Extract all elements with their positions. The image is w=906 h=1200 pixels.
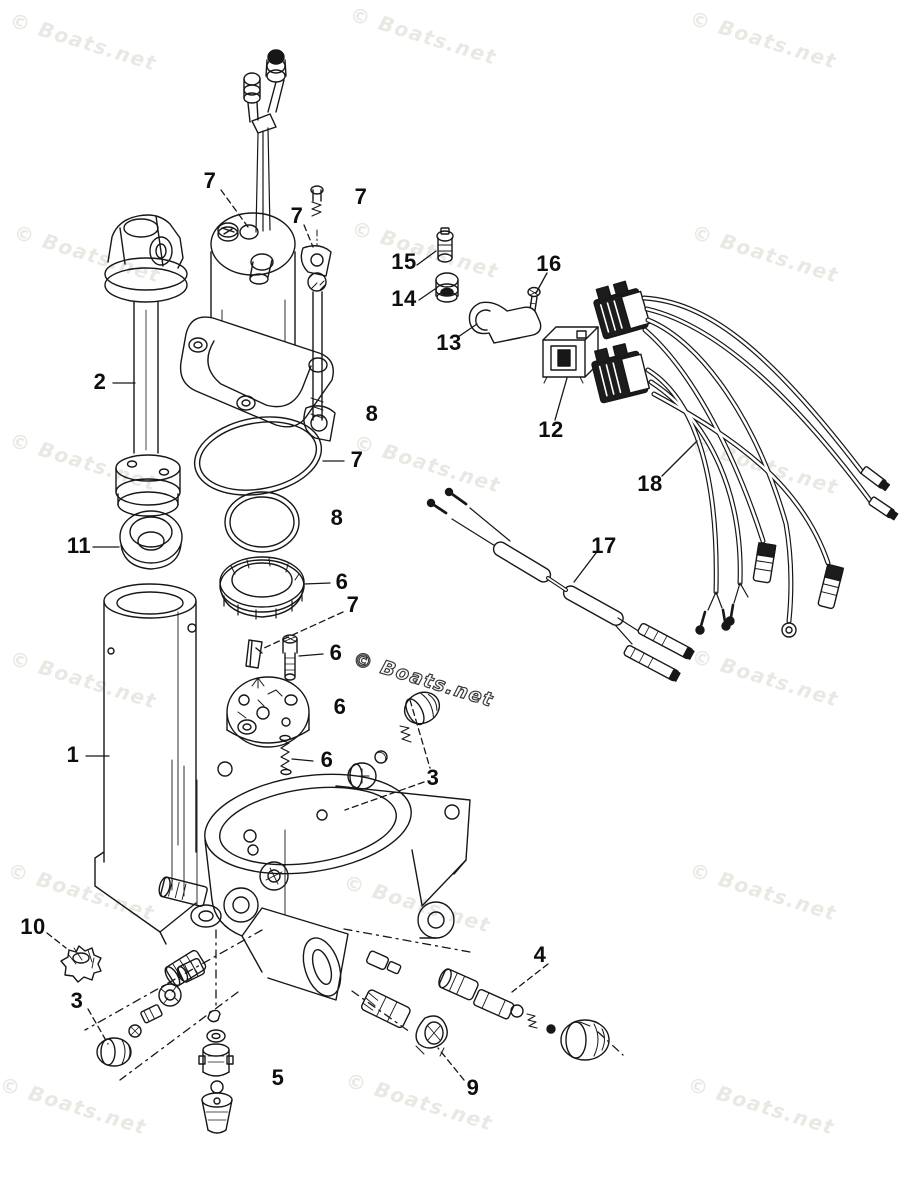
callout-12: 12 [538,417,564,442]
spanner-nut-ring [219,556,305,620]
sender-cable [426,487,695,682]
cylinder-cap [104,214,188,303]
callout-17: 17 [591,533,617,558]
callout-6-pump: 6 [333,694,347,719]
rod-seal-bearing [119,510,183,570]
oil-seal-plate [303,405,336,442]
callout-7-stud-bolt: 7 [290,203,304,228]
main-valve [360,989,448,1057]
callout-6-valve-screw: 6 [329,640,343,665]
motor-terminals [243,49,287,233]
callout-15: 15 [391,249,417,274]
motor-mount-bracket [179,316,334,428]
check-valve-lower-left [96,957,205,1067]
callout-7-spring-screw: 7 [354,184,368,209]
o-ring [224,491,300,553]
piston-rod [133,301,159,454]
callout-11: 11 [66,533,92,558]
callout-13: 13 [436,330,462,355]
relief-valve-screw [282,634,298,681]
bolt-15 [436,227,454,263]
callout-3-upper: 3 [426,765,440,790]
harness-terminals [695,466,899,638]
cylinder-body [94,583,222,945]
callout-6-spring: 6 [320,747,334,772]
large-o-ring [193,416,323,496]
cap-14 [435,272,459,303]
callout-1: 1 [66,742,80,767]
callout-16: 16 [536,251,562,276]
reservoir-cap [60,945,102,983]
lock-plate-13 [468,301,542,344]
harness-wires [641,295,875,624]
dowel-pin [245,639,263,669]
callout-2: 2 [93,369,107,394]
solenoid-12 [542,326,599,384]
callout-5: 5 [271,1065,285,1090]
callout-14: 14 [391,286,417,311]
callout-18: 18 [637,471,663,496]
valve-rod-group [366,950,610,1061]
callout-10: 10 [20,914,46,939]
callout-3-lower: 3 [70,988,84,1013]
gear-pump-unit [226,676,310,748]
callout-8-oring: 8 [330,505,344,530]
harness-connector-lower [591,343,651,404]
cylinder-end-screw [115,454,181,517]
callout-7-oring-large: 7 [350,447,364,472]
callout-9: 9 [466,1075,480,1100]
pump-spring [279,734,292,776]
callout-6-spanner-nut: 6 [335,569,349,594]
callout-8-plate: 8 [365,401,379,426]
callout-7-pin: 7 [346,592,360,617]
filter-assembly [198,1009,234,1134]
leader-lines [46,189,698,1081]
harness-connector-upper [593,280,651,340]
motor-bolt-long [300,185,332,421]
callout-7-motor-screw: 7 [203,168,217,193]
callout-4: 4 [533,942,547,967]
check-valve-upper [347,691,441,790]
manifold-base [158,759,471,1001]
